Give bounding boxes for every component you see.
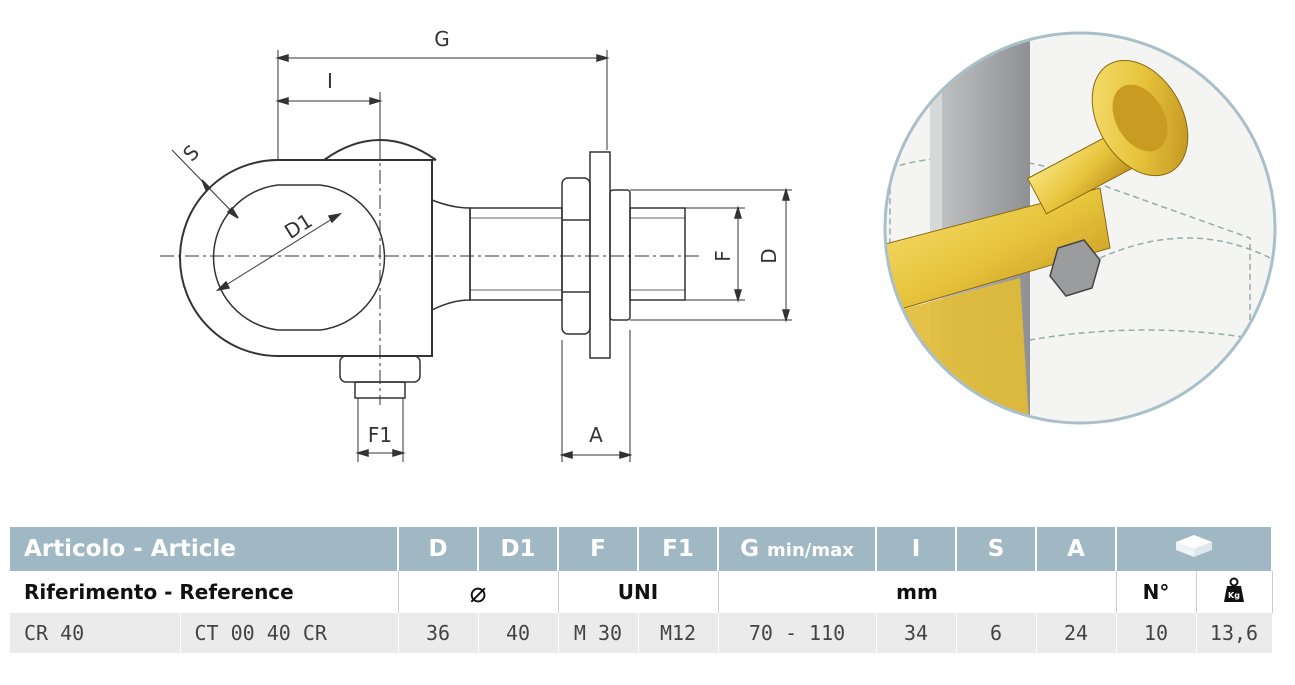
label-F: F: [711, 250, 735, 262]
svg-text:Kg: Kg: [1228, 591, 1240, 600]
header-D: D: [398, 527, 479, 571]
cell-I: 34: [876, 613, 957, 653]
technical-drawing: G I S D1 F D F1 A: [160, 27, 792, 462]
header-S: S: [956, 527, 1037, 571]
subheader-count: N°: [1116, 571, 1197, 613]
table-row: CR 40 CT 00 40 CR 36 40 M 30 M12 70 - 11…: [10, 613, 1273, 653]
header-box-icon: [1116, 527, 1273, 571]
label-I: I: [327, 69, 333, 93]
weight-icon: Kg: [1196, 571, 1273, 613]
product-illustration: [883, 31, 1277, 425]
subheader-reference: Riferimento - Reference: [10, 571, 399, 613]
label-S: S: [178, 140, 204, 166]
cell-code: CR 40: [10, 613, 181, 653]
table-subheader-row: Riferimento - Reference ⌀ UNI mm N° Kg: [10, 571, 1273, 613]
subheader-uni: UNI: [558, 571, 719, 613]
label-D: D: [757, 248, 781, 263]
header-G: G min/max: [718, 527, 877, 571]
header-article: Articolo - Article: [10, 527, 399, 571]
table-header-row: Articolo - Article D D1 F F1 G min/max I…: [10, 527, 1273, 571]
cell-weight: 13,6: [1196, 613, 1273, 653]
cell-count: 10: [1116, 613, 1197, 653]
header-D1: D1: [478, 527, 559, 571]
label-F1: F1: [368, 423, 392, 447]
cell-F1: M12: [638, 613, 719, 653]
header-I: I: [876, 527, 957, 571]
header-F: F: [558, 527, 639, 571]
cell-A: 24: [1036, 613, 1117, 653]
header-A: A: [1036, 527, 1117, 571]
cell-D1: 40: [478, 613, 559, 653]
cell-D: 36: [398, 613, 479, 653]
cell-G: 70 - 110: [718, 613, 877, 653]
header-F1: F1: [638, 527, 719, 571]
subheader-mm: mm: [718, 571, 1117, 613]
label-G: G: [434, 27, 450, 51]
label-D1: D1: [280, 208, 317, 243]
cell-S: 6: [956, 613, 1037, 653]
cell-F: M 30: [558, 613, 639, 653]
label-A: A: [589, 423, 603, 447]
header-G-sub: min/max: [767, 540, 854, 561]
spec-table: Articolo - Article D D1 F F1 G min/max I…: [10, 527, 1273, 653]
cell-reference: CT 00 40 CR: [180, 613, 399, 653]
diameter-icon: ⌀: [398, 571, 559, 613]
box-icon: [1176, 535, 1212, 557]
kg-weight-icon: Kg: [1224, 577, 1244, 602]
